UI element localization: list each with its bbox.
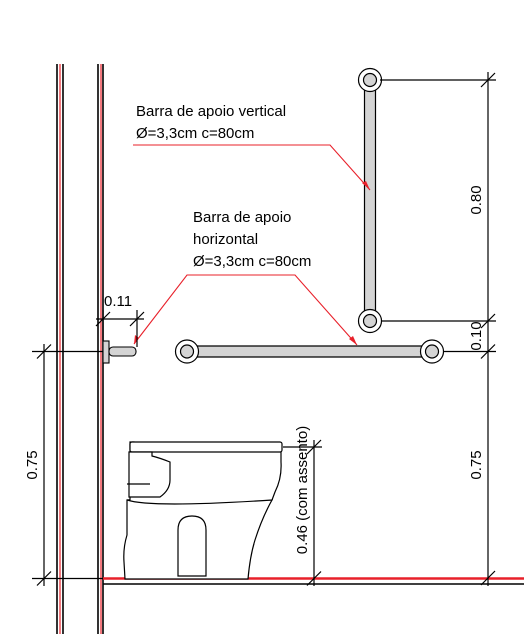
vertical-bar-label-line1: Barra de apoio vertical bbox=[136, 103, 286, 120]
horizontal-bar-label-line3: Ø=3,3cm c=80cm bbox=[193, 253, 311, 270]
wall-bar-flange bbox=[102, 340, 110, 364]
toilet-trap-opening bbox=[177, 515, 207, 577]
toilet bbox=[123, 441, 283, 580]
horizontal-bar-label-line2: horizontal bbox=[193, 231, 258, 248]
dim-tick-4 bbox=[480, 570, 496, 586]
dim-tick-3 bbox=[480, 344, 496, 359]
toilet-tank-back bbox=[128, 451, 171, 498]
wall-bar-stub bbox=[108, 346, 137, 357]
vertical-bar-leader-arrow bbox=[362, 181, 370, 190]
horizontal-bar-label: Barra de apoio horizontal Ø=3,3cm c=80cm bbox=[193, 209, 311, 270]
dim-label-gap: 0.10 bbox=[468, 321, 485, 350]
vertical-bar-leader bbox=[133, 144, 371, 191]
vertical-grab-bar-top-flange-inner bbox=[362, 72, 378, 88]
dimension-lines bbox=[32, 72, 496, 586]
wall-grab-bar-section bbox=[102, 340, 137, 364]
horizontal-bar-leader bbox=[133, 274, 358, 346]
dim-label-bar-height-right: 0.75 bbox=[468, 450, 485, 479]
horizontal-bar-label-line1: Barra de apoio bbox=[193, 209, 291, 226]
vertical-bar-label: Barra de apoio vertical Ø=3,3cm c=80cm bbox=[136, 103, 286, 142]
toilet-seat bbox=[129, 441, 283, 453]
dim-top-tick-left bbox=[95, 311, 111, 327]
dim-tick-1 bbox=[480, 72, 496, 88]
vertical-grab-bar bbox=[357, 67, 383, 334]
leader-lines bbox=[133, 144, 371, 346]
dim-top-tick-right bbox=[129, 311, 145, 327]
dim-label-wall-offset: 0.11 bbox=[104, 293, 132, 310]
vertical-bar-label-line2: Ø=3,3cm c=80cm bbox=[136, 125, 254, 142]
dim-seat-tick-top bbox=[306, 439, 322, 455]
vertical-grab-bar-bottom-flange-inner bbox=[362, 313, 378, 329]
wall-red-lines bbox=[59, 64, 102, 634]
horizontal-grab-bar-right-flange-inner bbox=[424, 344, 440, 359]
dim-seat-tick-bottom bbox=[306, 571, 322, 586]
dim-label-seat-height: 0.46 (com assento) bbox=[294, 426, 311, 554]
dimension-labels: 0.11 0.80 0.10 0.75 0.75 0.46 (com assen… bbox=[24, 185, 485, 554]
dim-left-tick-bottom bbox=[36, 571, 52, 586]
dim-tick-2 bbox=[480, 313, 496, 329]
dim-label-vertical-bar-length: 0.80 bbox=[468, 185, 485, 214]
vertical-grab-bar-tube bbox=[363, 77, 377, 323]
horizontal-grab-bar bbox=[174, 339, 445, 364]
dim-label-bar-height-left: 0.75 bbox=[24, 450, 41, 479]
horizontal-bar-leader-arrow bbox=[349, 336, 357, 345]
dim-left-tick-top bbox=[36, 344, 52, 359]
horizontal-grab-bar-left-flange-inner bbox=[179, 344, 195, 359]
horizontal-grab-bar-tube bbox=[185, 345, 435, 358]
wall-section bbox=[56, 64, 104, 634]
